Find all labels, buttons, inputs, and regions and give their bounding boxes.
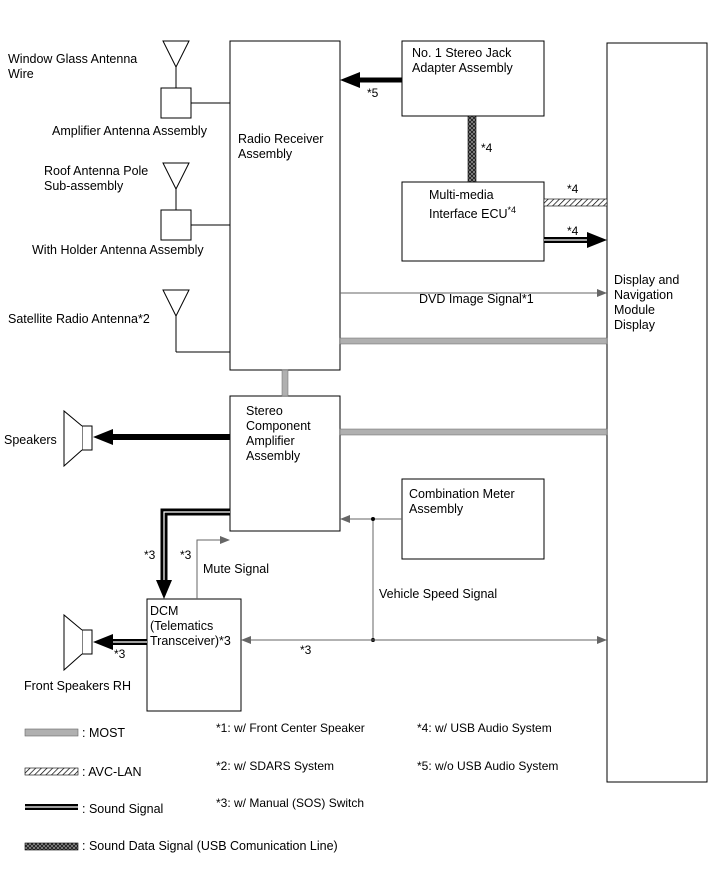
note-4-sound: *4 bbox=[567, 224, 579, 238]
legend-avc-lan-label: : AVC-LAN bbox=[82, 765, 142, 779]
most-radio-amp bbox=[281, 369, 289, 397]
dcm-box bbox=[146, 598, 242, 712]
window-glass-antenna-icon bbox=[160, 40, 230, 119]
front-speakers-rh-label: Front Speakers RH bbox=[24, 679, 131, 693]
radio-receiver-label: Radio Receiver Assembly bbox=[238, 132, 324, 161]
dvd-image-signal-line bbox=[340, 289, 607, 297]
note-4-usb: *4 bbox=[481, 141, 493, 155]
vehicle-speed-signal-line bbox=[340, 515, 402, 642]
vehicle-speed-signal-label: Vehicle Speed Signal bbox=[379, 587, 498, 601]
usb-data-line bbox=[467, 115, 477, 183]
front-speakers-rh-icon bbox=[63, 613, 93, 672]
footnote-5: *5: w/o USB Audio System bbox=[417, 759, 559, 773]
legend-most-swatch bbox=[24, 728, 79, 737]
note-3-amp-dcm: *3 bbox=[144, 548, 156, 562]
stereo-amp-box bbox=[229, 395, 341, 532]
footnote-4: *4: w/ USB Audio System bbox=[417, 721, 552, 735]
footnote-1: *1: w/ Front Center Speaker bbox=[216, 721, 365, 735]
note-3-dcm-speaker: *3 bbox=[114, 647, 126, 661]
stereo-jack-box bbox=[401, 40, 545, 117]
window-glass-antenna-label: Window Glass Antenna Wire bbox=[8, 52, 138, 81]
sound-signal-amp-to-dcm bbox=[156, 508, 230, 599]
combination-meter-label: Combination Meter Assembly bbox=[409, 487, 515, 516]
satellite-antenna-icon bbox=[162, 289, 230, 353]
speakers-label: Speakers bbox=[4, 433, 57, 447]
multimedia-ecu-note: *4 bbox=[507, 205, 517, 215]
display-nav-label: Display and Navigation Module Display bbox=[614, 273, 680, 332]
sound-signal-ecu-to-display bbox=[544, 232, 607, 248]
legend-most-label: : MOST bbox=[82, 726, 126, 740]
note-5: *5 bbox=[367, 86, 379, 100]
most-radio-display bbox=[339, 337, 608, 345]
roof-antenna-label: Roof Antenna Pole Sub-assembly bbox=[44, 164, 149, 193]
mute-signal-label: Mute Signal bbox=[203, 562, 270, 576]
footnote-2: *2: w/ SDARS System bbox=[216, 759, 335, 773]
legend-avc-lan-swatch bbox=[24, 767, 79, 776]
mute-signal-line bbox=[196, 536, 230, 599]
satellite-antenna-label: Satellite Radio Antenna*2 bbox=[8, 312, 150, 326]
display-nav-box bbox=[606, 42, 708, 783]
note-3-mute: *3 bbox=[180, 548, 192, 562]
stereo-amp-label: Stereo Component Amplifier Assembly bbox=[246, 404, 311, 463]
legend-sound-data-swatch bbox=[24, 842, 79, 851]
most-amp-display bbox=[339, 428, 608, 436]
note-3-bus: *3 bbox=[300, 643, 312, 657]
multimedia-ecu-label: Multi-media Interface ECU*4 bbox=[429, 188, 517, 222]
footnote-3: *3: w/ Manual (SOS) Switch bbox=[216, 796, 365, 810]
radio-receiver-box bbox=[229, 40, 341, 371]
roof-antenna-icon bbox=[160, 162, 230, 241]
dcm-label: DCM (Telematics Transceiver)*3 bbox=[150, 604, 231, 648]
avc-lan-ecu-display bbox=[543, 198, 608, 207]
sound-signal-jack-to-radio bbox=[340, 72, 402, 88]
dvd-image-signal-label: DVD Image Signal*1 bbox=[419, 292, 534, 306]
legend-sound-signal-label: : Sound Signal bbox=[82, 802, 164, 816]
speakers-icon bbox=[63, 409, 93, 468]
combination-meter-box bbox=[401, 478, 545, 560]
note-4-avc: *4 bbox=[567, 182, 579, 196]
sound-signal-amp-to-speakers bbox=[93, 429, 230, 445]
sound-signal-dcm-to-front-speakers bbox=[93, 634, 147, 650]
amplifier-antenna-label: Amplifier Antenna Assembly bbox=[52, 124, 207, 138]
stereo-jack-label: No. 1 Stereo Jack Adapter Assembly bbox=[412, 46, 513, 75]
with-holder-antenna-label: With Holder Antenna Assembly bbox=[32, 243, 204, 257]
dcm-display-line bbox=[241, 636, 607, 644]
legend-sound-data-label: : Sound Data Signal (USB Comunication Li… bbox=[82, 839, 338, 853]
